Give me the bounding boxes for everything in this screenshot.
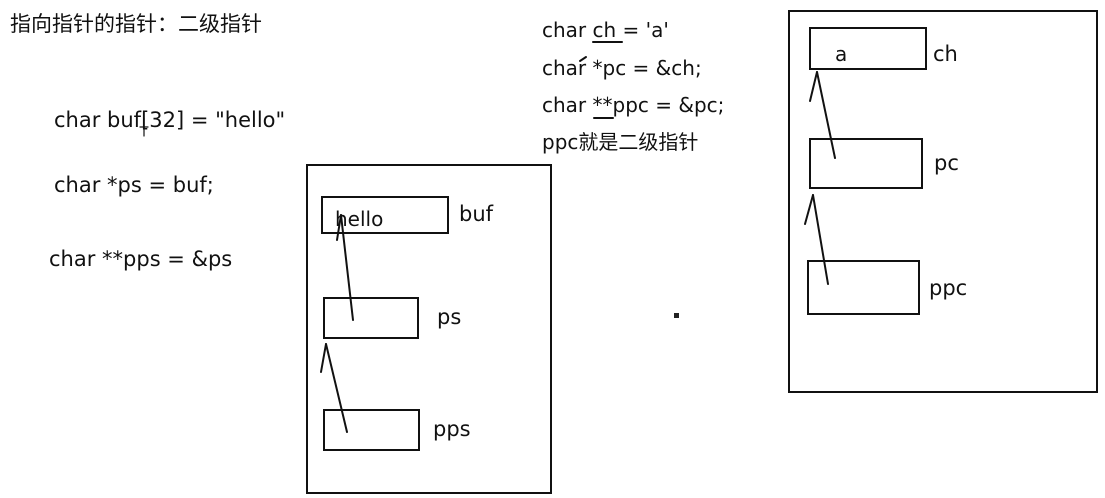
ppc-label: ppc <box>929 276 968 300</box>
arrow-ps-to-buf-head <box>336 214 342 241</box>
arrow-pc-to-ch <box>816 71 836 159</box>
arrow-pps-to-ps-head <box>320 343 327 373</box>
code-line-ppc: char **ppc = &pc; <box>542 93 725 117</box>
pc-label: pc <box>934 151 959 175</box>
code-line-note: ppc就是二级指针 <box>542 130 699 154</box>
arrow-ps-to-buf <box>340 214 354 321</box>
left-memory-frame <box>306 164 552 494</box>
code-line-ps: char *ps = buf; <box>54 173 214 197</box>
buf-cell-value: hello <box>335 207 384 231</box>
pps-label: pps <box>433 417 471 441</box>
ch-cell-value: a <box>835 42 848 66</box>
arrow-ppc-to-pc <box>812 194 829 285</box>
ch-cell <box>809 27 927 70</box>
page-title: 指向指针的指针：二级指针 <box>10 12 262 36</box>
arrow-pps-to-ps <box>325 343 348 433</box>
code-line-pc: char *pc = &ch; <box>542 56 702 80</box>
ps-label: ps <box>437 305 462 329</box>
ppc-cell <box>807 260 920 315</box>
arrow-ppc-to-pc-head <box>804 194 814 225</box>
buf-label: buf <box>459 202 494 226</box>
arrow-pc-to-ch-head <box>809 71 818 102</box>
right-memory-frame <box>788 10 1098 393</box>
code-line-pps: char **pps = &ps <box>49 247 233 271</box>
pc-cell <box>809 138 923 189</box>
ch-label: ch <box>933 42 958 66</box>
cursor-mark <box>139 117 149 137</box>
code-line-buf: char buf[32] = "hello" <box>54 108 286 132</box>
mark-pc-star <box>579 56 587 62</box>
ps-cell <box>323 297 419 339</box>
buf-cell <box>321 196 449 234</box>
stray-dot <box>674 313 679 318</box>
code-line-ch: char ch = 'a' <box>542 18 669 42</box>
pps-cell <box>323 409 420 451</box>
